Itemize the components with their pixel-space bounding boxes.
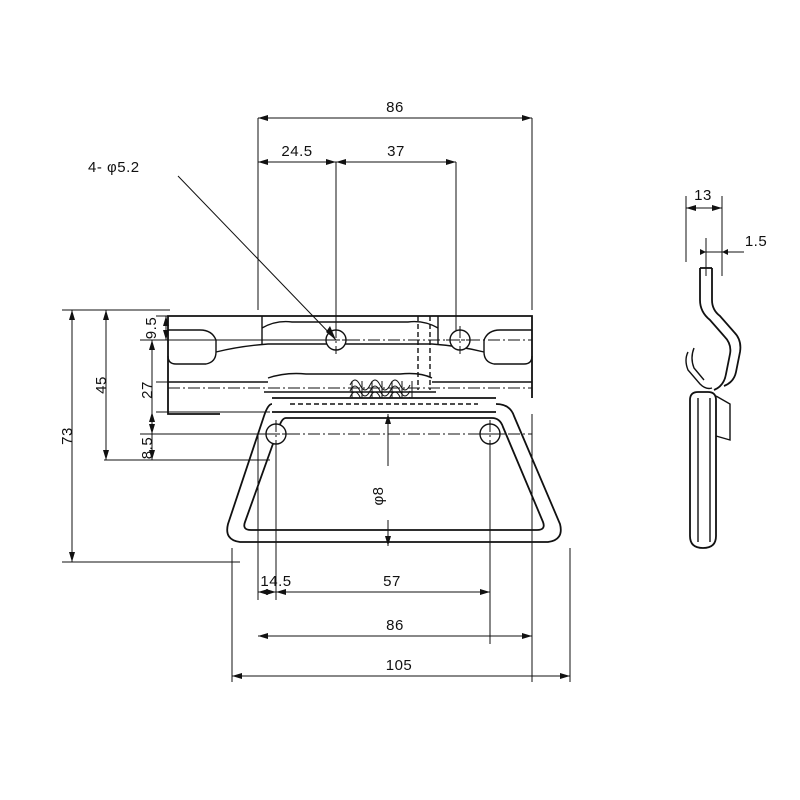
dim-arrows-inner-left xyxy=(149,316,169,460)
dim-inner-27: 27 xyxy=(139,381,156,399)
dim-bottom-105: 105 xyxy=(386,657,413,674)
plate-knuckle xyxy=(261,316,439,390)
dim-left-inner: 45 xyxy=(93,376,110,394)
bail-top-bar xyxy=(272,397,496,413)
dim-pin-callout: φ8 xyxy=(370,486,387,505)
side-view-profile xyxy=(685,267,742,549)
dim-arrows-bottom xyxy=(232,589,570,679)
dim-bottom-mid-seg: 57 xyxy=(383,573,401,590)
dim-hole-callout: 4- φ5.2 xyxy=(88,159,140,176)
dim-inner-8-5: 8.5 xyxy=(139,437,156,459)
center-lines xyxy=(168,339,532,435)
dim-lines-top xyxy=(257,117,533,330)
dim-top-left-seg: 24.5 xyxy=(281,143,312,160)
dim-pin-arrows xyxy=(385,414,391,546)
dim-lines-left xyxy=(62,309,270,563)
dim-lines-bottom xyxy=(231,414,571,682)
hole-callout-leader xyxy=(177,175,337,341)
dim-side-width: 13 xyxy=(694,187,712,204)
plate-end-shapes xyxy=(167,329,533,365)
handle-bail-clean xyxy=(220,398,580,550)
dim-bottom-left-seg: 14.5 xyxy=(260,573,291,590)
dim-arrows-left xyxy=(69,310,109,562)
dim-top-overall: 86 xyxy=(386,99,404,116)
dim-top-right-seg: 37 xyxy=(387,143,405,160)
dim-bottom-86: 86 xyxy=(386,617,404,634)
dim-inner-9-5: 9.5 xyxy=(143,317,160,339)
dim-left-outer: 73 xyxy=(59,427,76,445)
dim-arrows-side xyxy=(686,205,728,255)
dim-side-thickness: 1.5 xyxy=(745,233,767,250)
dim-arrows-top xyxy=(258,115,532,165)
